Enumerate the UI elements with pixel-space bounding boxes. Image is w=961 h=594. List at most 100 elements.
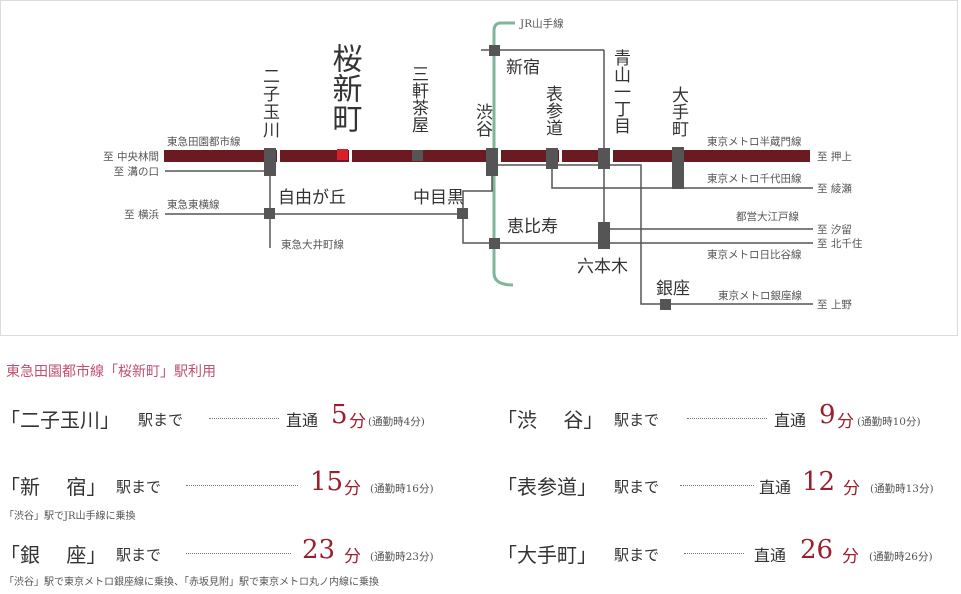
- dest-ueno: 至 上野: [817, 299, 852, 311]
- route-suffix: 駅まで: [614, 411, 660, 429]
- station-shibuya: [486, 148, 498, 176]
- ginza-line: [492, 164, 813, 305]
- route-leader: [680, 485, 754, 486]
- route-note: 「渋谷」駅でJR山手線に乗換: [4, 511, 136, 522]
- route-unit: 分: [837, 412, 854, 432]
- route-minutes: 26: [800, 535, 834, 565]
- access-title: 東急田園都市線「桜新町」駅利用: [6, 364, 216, 380]
- route-map: JR山手線: [103, 17, 863, 311]
- station-markers: [264, 45, 684, 310]
- route-direct: 直通: [774, 411, 807, 430]
- line-label-oedo: 都営大江戸線: [736, 210, 799, 223]
- station-label-sakura: 桜新町: [327, 43, 363, 133]
- route-rush: (通勤時16分): [370, 483, 434, 495]
- station-shinjuku: [489, 45, 500, 56]
- route-row-shinjuku: 「新 宿」 駅まで 15 分 (通勤時16分) 「渋谷」駅でJR山手線に乗換: [0, 467, 470, 522]
- station-label-ginza: 銀座: [656, 279, 690, 299]
- line-label-ginza: 東京メトロ銀座線: [718, 289, 802, 302]
- route-station: 「新 宿」: [0, 475, 107, 499]
- route-rush: (通勤時13分): [870, 483, 934, 495]
- route-suffix: 駅まで: [138, 411, 184, 429]
- route-minutes: 23: [302, 535, 336, 565]
- station-label-nakameguro: 中目黒: [413, 188, 464, 208]
- line-label-toyoko: 東急東横線: [167, 198, 220, 211]
- station-label-futako: 二子玉川: [259, 67, 280, 139]
- station-otemachi: [672, 147, 684, 189]
- route-station: 「二子玉川」: [0, 408, 120, 432]
- route-station: 「銀 座」: [0, 543, 107, 567]
- dest-mizonokuchi: 至 溝の口: [114, 165, 159, 178]
- hibiya-nakameguro-ebisu: [462, 217, 494, 244]
- yamanote-line: [492, 21, 515, 287]
- route-unit: 分: [843, 479, 860, 499]
- line-label-yamanote: JR山手線: [519, 17, 564, 30]
- route-minutes: 15: [310, 467, 344, 497]
- route-row-shibuya: 「渋 谷」 駅まで 直通 9 分 (通勤時10分): [497, 402, 959, 442]
- station-label-otemachi: 大手町: [668, 86, 689, 137]
- route-row-ginza: 「銀 座」 駅まで 23 分 (通勤時23分) 「渋谷」駅で東京メトロ銀座線に乗…: [0, 537, 470, 591]
- station-sangenjaya: [412, 150, 423, 161]
- route-leader: [684, 553, 744, 554]
- route-row-omotesando: 「表参道」 駅まで 直通 12 分 (通勤時13分): [497, 469, 959, 509]
- station-label-ebisu: 恵比寿: [507, 217, 558, 237]
- route-map-panel: JR山手線: [0, 0, 958, 336]
- route-rush: (通勤時4分): [368, 416, 425, 428]
- toyoko-shibuya-link: [462, 173, 493, 214]
- route-station: 「渋 谷」: [497, 408, 604, 432]
- route-leader: [186, 485, 298, 486]
- line-label-hibiya: 東京メトロ日比谷線: [707, 248, 802, 261]
- station-futako: [264, 148, 276, 176]
- line-label-hanzomon: 東京メトロ半蔵門線: [707, 135, 802, 148]
- dest-shiodome: 至 汐留: [817, 223, 852, 236]
- station-ginza: [660, 299, 671, 310]
- line-label-denentoshi: 東急田園都市線: [167, 135, 241, 148]
- station-jiyugaoka: [264, 208, 275, 219]
- route-direct: 直通: [754, 546, 787, 565]
- route-unit: 分: [344, 479, 361, 499]
- line-gaps: [277, 150, 613, 162]
- station-omotesando: [546, 148, 558, 169]
- station-label-shibuya: 渋谷: [472, 103, 493, 137]
- route-unit: 分: [349, 412, 366, 432]
- route-row-otemachi: 「大手町」 駅まで 直通 26 分 (通勤時26分): [497, 537, 959, 577]
- route-leader: [209, 418, 279, 419]
- route-suffix: 駅まで: [116, 478, 162, 496]
- route-suffix: 駅まで: [116, 546, 162, 564]
- station-aoyama: [598, 148, 610, 169]
- route-minutes: 9: [819, 400, 836, 430]
- route-direct: 直通: [759, 478, 792, 497]
- chiyoda-line: [551, 166, 813, 189]
- station-label-jiyugaoka: 自由が丘: [278, 188, 346, 208]
- route-rush: (通勤時10分): [857, 416, 921, 428]
- route-unit: 分: [842, 547, 859, 567]
- route-row-futako: 「二子玉川」 駅まで 直通 5 分 (通勤時4分): [0, 402, 470, 442]
- route-note: 「渋谷」駅で東京メトロ銀座線に乗換、「赤坂見附」駅で東京メトロ丸ノ内線に乗換: [4, 577, 379, 588]
- route-rush: (通勤時23分): [370, 551, 434, 563]
- station-sakura: [337, 149, 348, 160]
- station-roppongi: [598, 222, 610, 249]
- route-suffix: 駅まで: [614, 546, 660, 564]
- station-nakameguro: [457, 208, 468, 219]
- dest-ayase: 至 綾瀬: [817, 182, 852, 195]
- line-label-oimachi: 東急大井町線: [281, 238, 344, 251]
- route-suffix: 駅まで: [614, 478, 660, 496]
- route-unit: 分: [344, 547, 361, 567]
- route-minutes: 12: [802, 467, 836, 497]
- station-label-omotesando: 表参道: [542, 85, 563, 136]
- line-label-chiyoda: 東京メトロ千代田線: [707, 172, 802, 185]
- route-minutes: 5: [331, 400, 348, 430]
- route-station: 「表参道」: [497, 475, 597, 499]
- station-label-sangenjaya: 三軒茶屋: [408, 65, 429, 133]
- station-label-aoyama: 青山一丁目: [610, 49, 631, 134]
- station-label-roppongi: 六本木: [577, 257, 628, 277]
- route-leader: [687, 418, 767, 419]
- dest-kitasenju: 至 北千住: [817, 237, 863, 250]
- station-label-shinjuku: 新宿: [506, 58, 540, 78]
- station-ebisu: [489, 238, 500, 249]
- dest-chuo-rinkan: 至 中央林間: [103, 150, 159, 163]
- route-leader: [186, 553, 291, 554]
- route-rush: (通勤時26分): [869, 551, 933, 563]
- route-station: 「大手町」: [497, 543, 597, 567]
- dest-yokohama: 至 横浜: [124, 208, 159, 221]
- route-direct: 直通: [286, 411, 319, 430]
